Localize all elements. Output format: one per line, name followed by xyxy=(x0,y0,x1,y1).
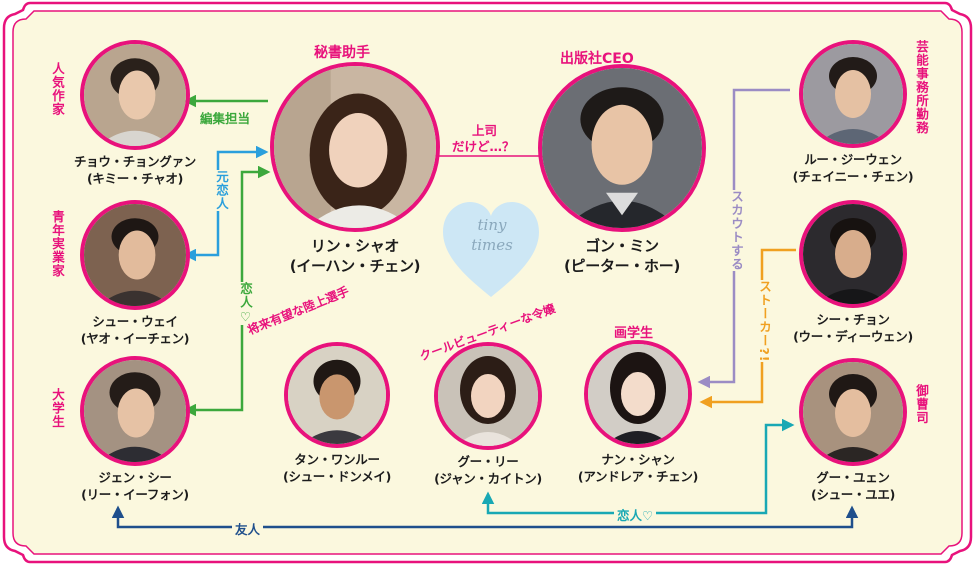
role-lu: 芸能事務所勤務 xyxy=(914,40,929,135)
friend-label: 友人 xyxy=(232,519,264,538)
portrait-jian xyxy=(80,356,190,466)
name-xi-2: (ウー・ディーウェン) xyxy=(793,329,913,344)
role-nan: 画学生 xyxy=(614,326,654,341)
boss-label-2: だけど…？ xyxy=(452,139,515,154)
friend-arrow xyxy=(111,505,859,529)
role-jian: 大学生 xyxy=(50,388,65,429)
name-xu-2: (ヤオ・イーチェン) xyxy=(80,331,190,346)
role-lin: 秘書助手 xyxy=(314,45,370,61)
character-tang: タン・ワンルー (シュー・ドンメイ) xyxy=(262,342,412,485)
scout-label: スカウトする xyxy=(727,190,746,271)
portrait-xi xyxy=(799,200,907,308)
name-nan-2: (アンドレア・チェン) xyxy=(577,469,699,484)
lover-label-gu: 恋人♡ xyxy=(614,505,657,524)
portrait-lin xyxy=(270,62,440,232)
name-zhou-1: チョウ・チョングァン xyxy=(73,154,196,169)
character-guyuan: グー・ユェン (シュー・ユエ) xyxy=(778,358,928,503)
name-jian-1: ジェン・シー xyxy=(98,470,172,485)
heart-logo-shape xyxy=(443,202,539,297)
character-xu: シュー・ウェイ (ヤオ・イーチェン) xyxy=(60,200,210,347)
portrait-guyuan xyxy=(799,358,907,466)
stalker-label: ストーカー?! xyxy=(755,280,774,363)
lover-label-jian: 恋人♡ xyxy=(236,282,255,325)
portrait-gu xyxy=(434,342,542,450)
portrait-zhou xyxy=(80,40,190,150)
role-gong: 出版社CEO xyxy=(560,51,634,67)
name-lin-1: リン・シャオ xyxy=(310,237,400,255)
logo-times: times xyxy=(471,236,513,254)
character-lu: ルー・ジーウェン (チェイニー・チェン) xyxy=(778,40,928,185)
ex-lover-label: 元恋人 xyxy=(212,170,231,211)
character-xi: シー・チョン (ウー・ディーウェン) xyxy=(778,200,928,345)
editor-label: 編集担当 xyxy=(200,111,251,126)
portrait-tang xyxy=(284,342,390,448)
name-gu-1: グー・リー xyxy=(457,454,519,469)
portrait-nan xyxy=(584,340,692,448)
name-gu-2: (ジャン・カイトン) xyxy=(434,471,542,486)
name-jian-2: (リー・イーフォン) xyxy=(81,487,189,502)
name-tang-2: (シュー・ドンメイ) xyxy=(282,469,392,484)
portrait-gong xyxy=(538,64,706,232)
character-lin: リン・シャオ (イーハン・チェン) xyxy=(270,62,440,276)
character-jian: ジェン・シー (リー・イーフォン) xyxy=(60,356,210,503)
character-gu: グー・リー (ジャン・カイトン) xyxy=(413,342,563,487)
portrait-xu xyxy=(80,200,190,310)
logo-tiny: tiny xyxy=(477,216,507,234)
name-lin-2: (イーハン・チェン) xyxy=(289,257,421,275)
role-guyuan: 御曹司 xyxy=(914,384,929,425)
role-zhou: 人気作家 xyxy=(50,62,65,116)
name-guyuan-1: グー・ユェン xyxy=(816,470,890,485)
name-gong-2: (ピーター・ホー) xyxy=(563,257,680,275)
name-zhou-2: (キミー・チャオ) xyxy=(86,171,184,186)
name-guyuan-2: (シュー・ユエ) xyxy=(810,487,896,502)
name-xi-1: シー・チョン xyxy=(816,312,890,327)
boss-label-1: 上司 xyxy=(472,123,498,138)
role-xu: 青年実業家 xyxy=(50,210,65,278)
character-zhou: チョウ・チョングァン (キミー・チャオ) xyxy=(60,40,210,187)
name-lu-2: (チェイニー・チェン) xyxy=(792,169,914,184)
name-xu-1: シュー・ウェイ xyxy=(92,314,178,329)
name-lu-1: ルー・ジーウェン xyxy=(804,152,902,167)
character-nan: ナン・シャン (アンドレア・チェン) xyxy=(563,340,713,485)
name-nan-1: ナン・シャン xyxy=(601,452,675,467)
character-gong: ゴン・ミン (ピーター・ホー) xyxy=(537,64,707,276)
portrait-lu xyxy=(799,40,907,148)
name-gong-1: ゴン・ミン xyxy=(585,237,659,255)
name-tang-1: タン・ワンルー xyxy=(294,452,380,467)
